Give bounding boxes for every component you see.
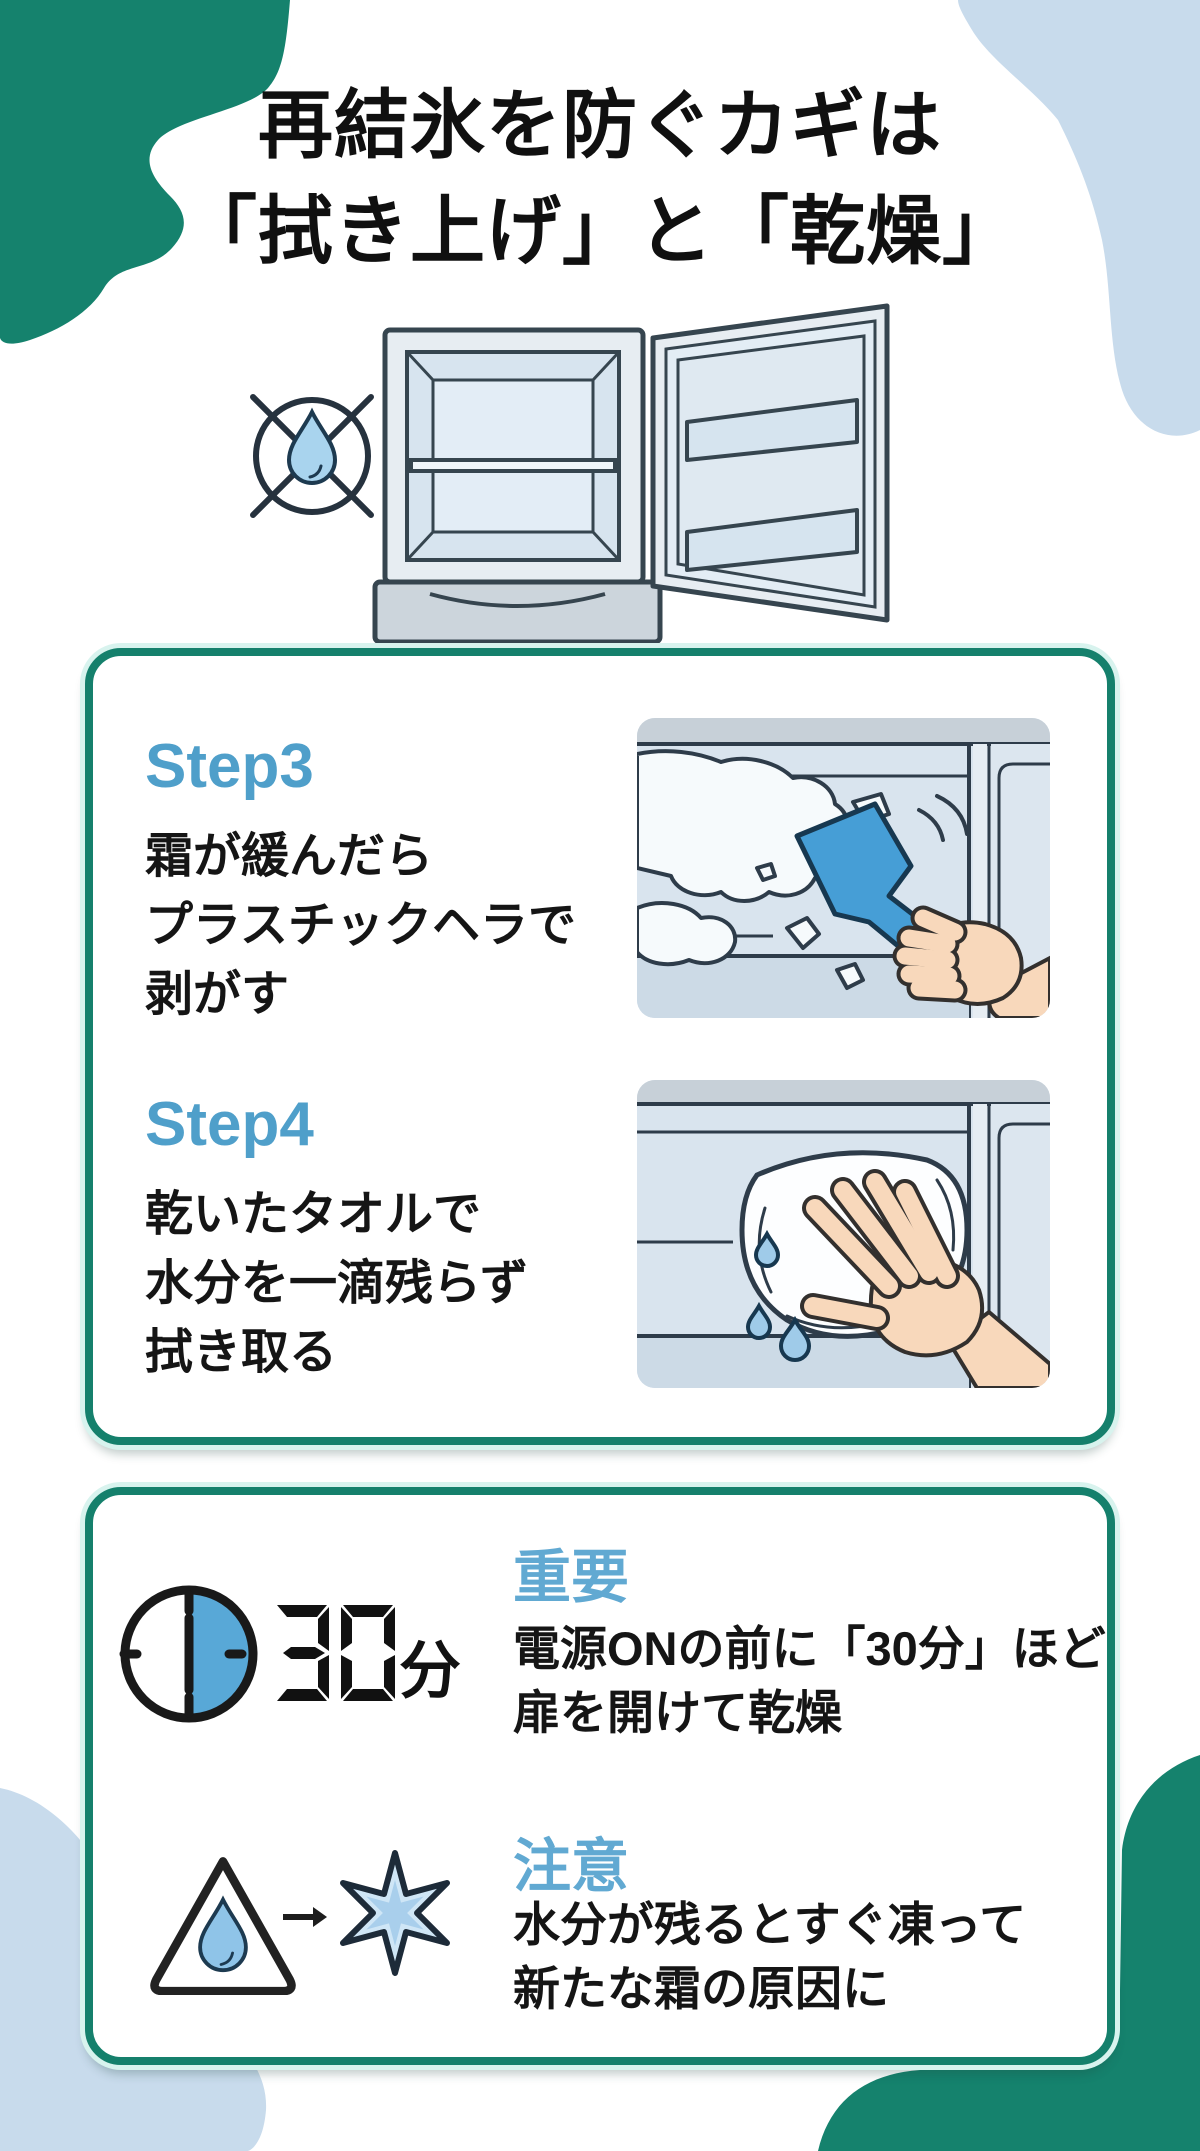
step3-label: Step3 [145,732,314,801]
important-line2: 扉を開けて乾燥 [513,1686,842,1739]
frost-patches [637,749,891,990]
timer-clock-icon [119,1585,258,1723]
timer-unit-label: 分 [399,1637,462,1706]
steps-card: Step3 霜が緩んだら プラスチックヘラで 剥がす [85,648,1115,1445]
step3-line3: 剥がす [145,968,290,1021]
step3-line2: プラスチックヘラで [145,899,577,952]
water-drop-icons [745,1229,812,1362]
water-warning-triangle-icon [150,1857,296,1995]
important-line1: 電源ONの前に「30分」ほど [513,1622,1106,1675]
important-description: 電源ONの前に「30分」ほど 扉を開けて乾燥 [513,1617,1106,1745]
digit-3 [277,1605,329,1701]
no-water-drop-icon [250,394,374,518]
caution-heading: 注意 [513,1834,630,1899]
step3-line1: 霜が緩んだら [145,830,434,883]
refrigerator-illustration [250,303,890,645]
caution-line1: 水分が残るとすぐ凍って [513,1898,1027,1951]
step4-illustration-wiping [637,1080,1050,1388]
step4-label: Step4 [145,1090,314,1159]
teal-blob-top-left [0,0,290,344]
step4-line2: 水分を一滴残らず [145,1257,529,1310]
arrow-right-icon [283,1907,327,1927]
notes-card: 分 重要 電源ONの前に「30分」ほど 扉を開けて乾燥 注意 水分が残るとすぐ凍… [85,1487,1115,2065]
hand-holding-spatula [892,905,1050,1018]
step4-line3: 拭き取る [145,1326,338,1379]
open-freezer-door [650,303,890,623]
page-title-line1: 再結氷を防ぐカギは [257,83,942,167]
caution-description: 水分が残るとすぐ凍って 新たな霜の原因に [513,1893,1026,2021]
page-title: 再結氷を防ぐカギは 「拭き上げ」と「乾燥」 [0,72,1200,284]
digit-0 [341,1605,395,1701]
fridge-shelf [409,458,617,473]
timer-digits [277,1605,395,1701]
important-heading: 重要 [513,1545,630,1610]
blue-blob-top-right [958,0,1200,436]
step3-description: 霜が緩んだら プラスチックヘラで 剥がす [145,822,576,1029]
wiping-hand [800,1169,1050,1388]
step4-line1: 乾いたタオルで [145,1188,482,1241]
snowflake-icon [340,1850,450,1976]
page-title-line2: 「拭き上げ」と「乾燥」 [181,189,1018,273]
step3-illustration-scraping [637,718,1050,1018]
caution-line2: 新たな霜の原因に [513,1962,889,2015]
step4-description: 乾いたタオルで 水分を一滴残らず 拭き取る [145,1180,528,1387]
